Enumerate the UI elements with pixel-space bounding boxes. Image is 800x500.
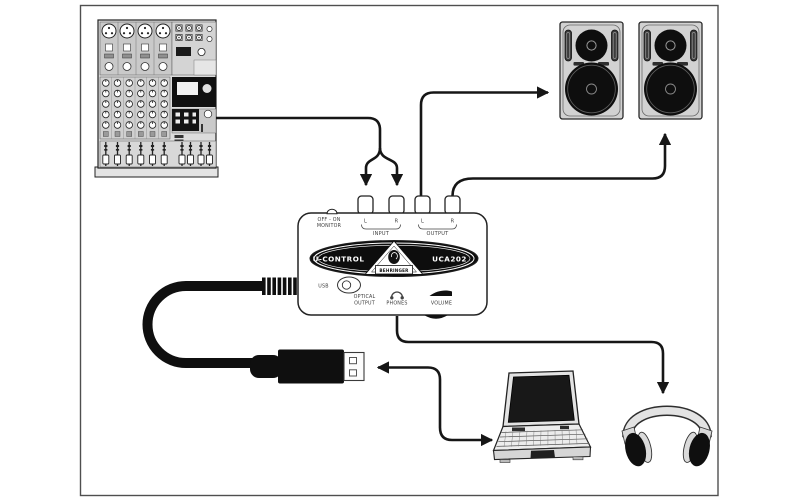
optical-label-2: OUTPUT [354, 301, 375, 307]
output-r-to-right-speaker-arrow [451, 132, 672, 197]
input-l-arrow [359, 147, 382, 187]
headphones [621, 405, 713, 467]
usb-audio-interface: OFF - ON MONITOR L R INPUT L R OUTPUT BE… [297, 195, 488, 319]
jack-icon [185, 24, 193, 32]
brand-badge: BEHRINGER U-CONTROL UCA202 [309, 240, 479, 277]
input-r-label: R [395, 219, 399, 225]
diagram-frame [79, 4, 719, 497]
laptop-deck [492, 423, 592, 452]
laptop-screen [507, 374, 575, 423]
usb-plug [250, 349, 365, 384]
xlr-connector-icon [137, 23, 153, 39]
xlr-connector-icon [119, 23, 135, 39]
usb-label: USB [318, 284, 328, 290]
strain-relief [262, 277, 297, 295]
monitor-switch-icon [326, 208, 338, 215]
jack-icon [195, 33, 203, 42]
laptop [492, 370, 592, 463]
laptop-arrow [438, 404, 494, 447]
phones-to-headphones-arrow [395, 316, 670, 395]
model-name: UCA202 [432, 255, 467, 264]
logo-text: BEHRINGER [379, 268, 409, 273]
mixer-input-section [99, 21, 173, 76]
channel-gain-controls [104, 43, 168, 71]
phones-label: PHONES [386, 301, 407, 307]
cable-loop [142, 281, 263, 368]
mixer-knob-grid [99, 76, 171, 140]
connection-lines [216, 86, 672, 447]
usb-plug-arrow [376, 361, 442, 404]
xlr-connector-icon [101, 23, 117, 39]
jack-icon [175, 33, 183, 42]
jack-icon [185, 33, 193, 42]
brand-name: U-CONTROL [313, 255, 365, 264]
optical-label-1: OPTICAL [354, 294, 376, 300]
mixer-to-input-line [216, 116, 382, 148]
monitor-switch-label-2: MONITOR [317, 223, 342, 229]
input-l-jack [357, 195, 374, 215]
mixer-master-panel [171, 77, 217, 143]
input-r-arrow [378, 147, 404, 187]
mixer-fader-bank [99, 140, 217, 168]
input-l-label: L [364, 219, 367, 225]
output-r-label: R [451, 219, 455, 225]
headband [623, 407, 711, 438]
monitor-switch-label-1: OFF - ON [317, 217, 340, 223]
xlr-connector-icon [155, 23, 171, 39]
studio-monitor-left [559, 21, 624, 120]
volume-label: VOLUME [431, 301, 452, 307]
right-ear-cup [682, 431, 710, 467]
volume-thumbwheel [424, 315, 448, 319]
output-l-jack [414, 195, 431, 215]
mixer-io-corner [171, 21, 217, 76]
keyboard-rows [496, 429, 590, 447]
input-bracket [361, 224, 401, 230]
output-r-jack [444, 195, 461, 215]
left-ear-cup [625, 431, 653, 467]
output-bracket [418, 224, 457, 230]
output-l-to-left-speaker-arrow [419, 86, 550, 196]
usb-cable [142, 277, 365, 384]
mixer [94, 19, 219, 178]
input-label: INPUT [373, 231, 390, 237]
output-label: OUTPUT [427, 231, 450, 237]
studio-monitor-right [638, 21, 703, 120]
jack-icon [175, 24, 183, 32]
behringer-ear-icon [388, 250, 400, 264]
input-r-jack [388, 195, 405, 215]
headphone-icon [390, 291, 404, 298]
jack-icon [195, 24, 203, 32]
volume-wedge-icon [429, 290, 452, 296]
touchpad [530, 450, 555, 459]
output-l-label: L [421, 219, 424, 225]
keyboard-keys [503, 429, 578, 448]
